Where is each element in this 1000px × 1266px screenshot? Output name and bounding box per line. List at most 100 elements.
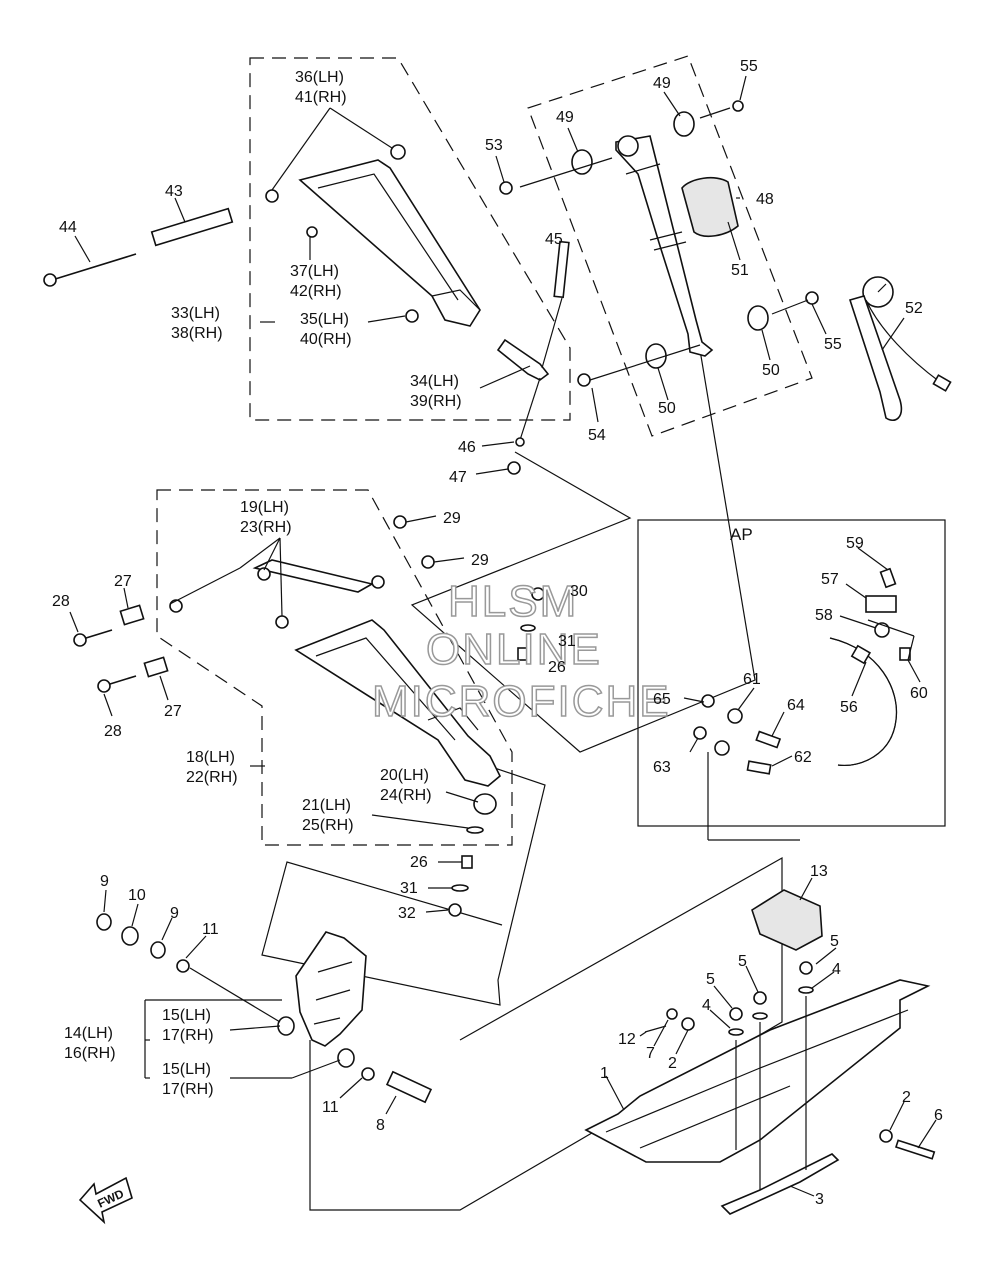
callout: 3 <box>815 1191 824 1208</box>
callout: 55 <box>824 336 842 353</box>
callout: 54 <box>588 427 606 444</box>
upper-a-arm <box>43 144 570 475</box>
shock-absorber <box>499 100 819 387</box>
callout: 52 <box>905 300 923 317</box>
callout: 2 <box>668 1055 677 1072</box>
callout: 14(LH) <box>64 1025 113 1042</box>
bolt-icon <box>879 567 897 589</box>
callout: 11 <box>322 1099 339 1116</box>
callout: 18(LH) <box>186 749 235 766</box>
callout: 9 <box>170 905 179 922</box>
group-outlines <box>156 55 813 846</box>
callout: 28 <box>104 723 122 740</box>
part-labels: 36(LH) 41(RH) 43 44 37(LH) 42(RH) 33(LH)… <box>52 58 943 1208</box>
callout: 12 <box>618 1031 636 1048</box>
callout: 5 <box>706 971 715 988</box>
callout: 42(RH) <box>290 283 342 300</box>
callout: 8 <box>376 1117 385 1134</box>
callout: 27 <box>114 573 132 590</box>
callout: 22(RH) <box>186 769 238 786</box>
callout: 44 <box>59 219 77 236</box>
callout: 51 <box>731 262 749 279</box>
callout: 37(LH) <box>290 263 339 280</box>
callout: 26 <box>410 854 428 871</box>
callout: 62 <box>794 749 812 766</box>
callout: 20(LH) <box>380 767 429 784</box>
ski <box>584 889 936 1215</box>
callout: 57 <box>821 571 839 588</box>
callout: 36(LH) <box>295 69 344 86</box>
callout: 10 <box>128 887 146 904</box>
callout: 15(LH) <box>162 1061 211 1078</box>
callout: 26 <box>548 659 566 676</box>
callout: 59 <box>846 535 864 552</box>
callout: 60 <box>910 685 928 702</box>
callout: 46 <box>458 439 476 456</box>
callout: 53 <box>485 137 503 154</box>
ap-inset: AP <box>637 519 946 827</box>
callout: 7 <box>646 1045 655 1062</box>
callout: 64 <box>787 697 805 714</box>
callout: 6 <box>934 1107 943 1124</box>
callout: 58 <box>815 607 833 624</box>
callout: 34(LH) <box>410 373 459 390</box>
ski-bracket <box>96 913 433 1104</box>
fwd-arrow-icon: FWD <box>78 1176 133 1225</box>
callout: 63 <box>653 759 671 776</box>
spring-cover-icon <box>681 176 739 238</box>
callout: 49 <box>653 75 671 92</box>
watermark: HLSM ONLINE MICROFICHE <box>371 576 671 727</box>
callout: 65 <box>653 691 671 708</box>
callout: 2 <box>902 1089 911 1106</box>
callout: 56 <box>840 699 858 716</box>
watermark-line-3: MICROFICHE <box>372 677 671 726</box>
callout: 9 <box>100 873 109 890</box>
callout: 27 <box>164 703 182 720</box>
callout: 29 <box>443 510 461 527</box>
callout: 16(RH) <box>64 1045 116 1062</box>
callout: 33(LH) <box>171 305 220 322</box>
callout: 35(LH) <box>300 311 349 328</box>
callout: 15(LH) <box>162 1007 211 1024</box>
watermark-line-1: HLSM <box>448 577 578 626</box>
callout: 43 <box>165 183 183 200</box>
callout: 11 <box>202 921 219 938</box>
callout: 32 <box>398 905 416 922</box>
callout: 40(RH) <box>300 331 352 348</box>
callout: 25(RH) <box>302 817 354 834</box>
callout: 23(RH) <box>240 519 292 536</box>
inset-label: AP <box>730 525 753 544</box>
callout: 4 <box>832 961 841 978</box>
callout: 5 <box>738 953 747 970</box>
callout: 48 <box>756 191 774 208</box>
callout: 13 <box>810 863 828 880</box>
callout: 24(RH) <box>380 787 432 804</box>
callout: 61 <box>743 671 761 688</box>
callout: 4 <box>702 997 711 1014</box>
callout: 19(LH) <box>240 499 289 516</box>
callout: 41(RH) <box>295 89 347 106</box>
callout: 17(RH) <box>162 1027 214 1044</box>
callout: 50 <box>762 362 780 379</box>
callout: 49 <box>556 109 574 126</box>
sensor-bracket-icon <box>865 595 897 613</box>
lower-a-arm <box>73 515 545 917</box>
callout: 39(RH) <box>410 393 462 410</box>
ski-stopper-icon <box>751 889 823 951</box>
callout: 31 <box>400 880 418 897</box>
callout: 17(RH) <box>162 1081 214 1098</box>
callout: 31 <box>558 633 576 650</box>
callout: 55 <box>740 58 758 75</box>
shock-pump <box>848 276 952 422</box>
callout: 45 <box>545 231 563 248</box>
callout: 29 <box>471 552 489 569</box>
callout: 30 <box>570 583 588 600</box>
callout: 50 <box>658 400 676 417</box>
watermark-line-2: ONLINE <box>426 625 602 674</box>
callout: 21(LH) <box>302 797 351 814</box>
callout: 1 <box>600 1065 609 1082</box>
callout: 5 <box>830 933 839 950</box>
callout: 28 <box>52 593 70 610</box>
callout: 38(RH) <box>171 325 223 342</box>
